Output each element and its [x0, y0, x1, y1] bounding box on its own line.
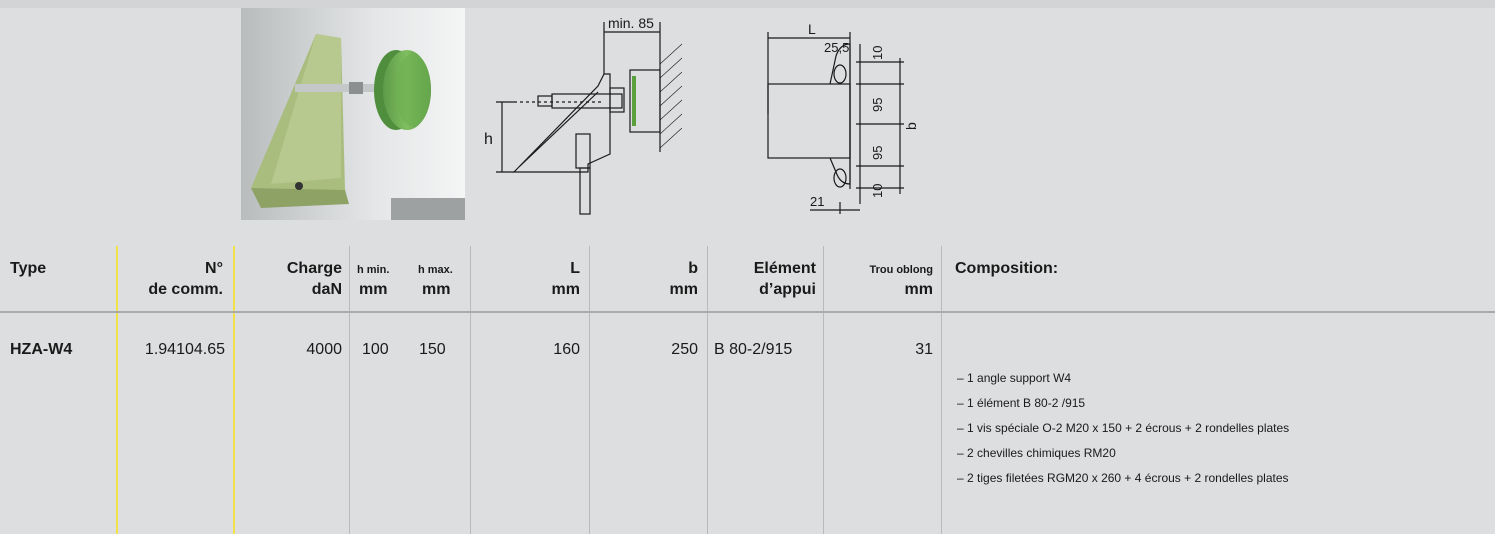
header-comm-line1: N°: [205, 260, 223, 277]
header-type: Type: [10, 260, 47, 277]
min-85-label: min. 85: [608, 15, 654, 31]
column-separator-L: [589, 246, 590, 534]
column-separator-trou: [941, 246, 942, 534]
h-label: h: [484, 131, 493, 148]
column-separator-yellow-1: [116, 246, 118, 534]
top-band: [0, 0, 1495, 8]
column-separator-h: [470, 246, 471, 534]
product-photo: [241, 8, 465, 220]
header-trou-line2: mm: [904, 281, 933, 298]
header-L-line1: L: [570, 260, 580, 277]
header-charge-line2: daN: [311, 281, 342, 298]
row-charge: 4000: [306, 341, 342, 358]
header-b-line1: b: [688, 260, 698, 277]
header-L-line2: mm: [551, 281, 580, 298]
composition-item-1: – 1 angle support W4: [957, 371, 1072, 385]
header-charge-line1: Charge: [286, 260, 342, 277]
header-hmax-line2: mm: [422, 281, 451, 298]
header-hmax-line1: h max.: [418, 264, 453, 276]
composition-item-5: – 2 tiges filetées RGM20 x 260 + 4 écrou…: [957, 471, 1289, 485]
dim-21-label: 21: [810, 194, 824, 209]
row-comm: 1.94104.65: [144, 341, 225, 358]
column-separator-b: [707, 246, 708, 534]
row-hmax: 150: [419, 341, 446, 358]
header-hmin-line2: mm: [359, 281, 388, 298]
dim-10-top-label: 10: [870, 46, 885, 60]
dim-95-bottom-label: 95: [870, 146, 885, 160]
header-divider: [0, 311, 1495, 313]
column-separator-charge: [349, 246, 350, 534]
row-L: 160: [553, 341, 580, 358]
L-dim-label: L: [808, 21, 816, 37]
dim-10-bottom-label: 10: [870, 184, 885, 198]
row-hmin: 100: [362, 341, 389, 358]
row-element: B 80-2/915: [714, 341, 793, 358]
dim-25-5-label: 25,5: [824, 40, 849, 55]
side-view-drawing: min. 85 h: [484, 15, 683, 215]
header-composition: Composition:: [955, 260, 1059, 277]
composition-item-3: – 1 vis spéciale O-2 M20 x 150 + 2 écrou…: [957, 421, 1290, 435]
column-separator-element: [823, 246, 824, 534]
dim-b-label: b: [903, 122, 919, 130]
row-trou: 31: [915, 341, 933, 358]
header-comm-line2: de comm.: [148, 281, 223, 298]
column-separator-yellow-2: [233, 246, 235, 534]
header-trou-line1: Trou oblong: [869, 264, 933, 276]
header-hmin-line1: h min.: [357, 264, 390, 276]
composition-item-4: – 2 chevilles chimiques RM20: [957, 446, 1116, 460]
top-view-drawing: L 25,5 10 95 b 95 10 21: [767, 21, 919, 214]
composition-item-2: – 1 élément B 80-2 /915: [957, 396, 1086, 410]
dim-95-top-label: 95: [870, 98, 885, 112]
header-element-line1: Elément: [753, 260, 816, 277]
row-b: 250: [671, 341, 698, 358]
header-element-line2: d’appui: [759, 281, 816, 298]
row-type: HZA-W4: [10, 341, 73, 358]
header-b-line2: mm: [669, 281, 698, 298]
